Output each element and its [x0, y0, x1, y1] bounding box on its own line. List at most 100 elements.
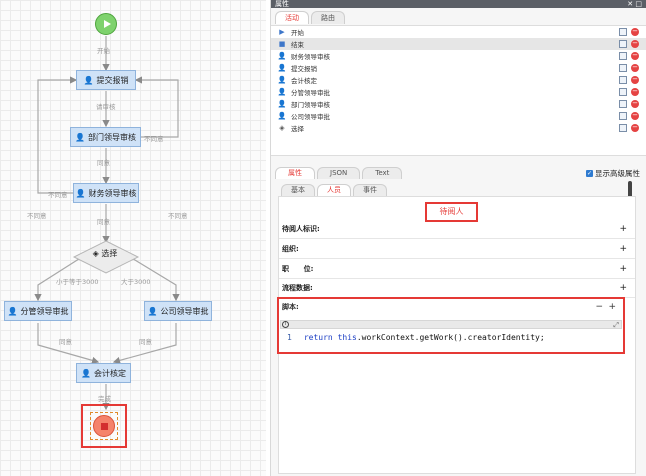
user-icon: 👤 [277, 76, 287, 84]
user-icon: 👤 [277, 100, 287, 108]
node-finance-review[interactable]: 👤 财务领导审核 [73, 183, 139, 203]
choice-diamond[interactable] [72, 240, 140, 274]
stop-icon: ■ [278, 40, 286, 48]
user-icon: 👤 [277, 64, 287, 72]
activity-row[interactable]: 👤 部门领导审核 − [271, 98, 646, 110]
activity-label: 选择 [291, 125, 304, 133]
field-label: 职 位: [282, 265, 314, 273]
edge-label-gt: 大于3000 [121, 278, 151, 286]
tab-routes[interactable]: 路由 [311, 11, 345, 24]
delete-icon[interactable]: − [631, 99, 639, 108]
node-submit[interactable]: 👤 提交报销 [76, 70, 136, 90]
activity-label: 会计核定 [291, 77, 317, 85]
plus-icon[interactable]: + [619, 264, 627, 274]
minus-icon[interactable]: − [595, 302, 603, 312]
delete-icon[interactable]: − [631, 111, 639, 120]
copy-icon[interactable] [619, 28, 627, 36]
plus-icon[interactable]: + [619, 224, 627, 234]
delete-icon[interactable]: − [631, 51, 639, 60]
plus-icon[interactable]: + [619, 283, 627, 293]
tab-properties[interactable]: 属性 [275, 167, 315, 179]
node-submit-label: 提交报销 [96, 75, 129, 85]
close-icon[interactable]: ✕ □ [627, 0, 642, 8]
activity-row[interactable]: ▶ 开始 − [271, 26, 646, 38]
show-advanced-label: 显示高级属性 [595, 169, 640, 178]
field-label: 待阅人标识: [282, 225, 320, 233]
checkbox-checked-icon[interactable]: ✓ [586, 170, 593, 177]
copy-icon[interactable] [619, 64, 627, 72]
copy-icon[interactable] [619, 52, 627, 60]
delete-icon[interactable]: − [631, 63, 639, 72]
start-node[interactable] [95, 13, 117, 35]
user-task-icon: 👤 [81, 368, 91, 378]
delete-icon[interactable]: − [631, 27, 639, 36]
edge-label-agree1: 同意 [97, 159, 110, 167]
choice-icon: ◈ [92, 249, 99, 258]
copy-icon[interactable] [619, 88, 627, 96]
copy-icon[interactable] [619, 40, 627, 48]
activity-row[interactable]: 👤 财务领导审核 − [271, 50, 646, 62]
mid-tab-bar: 属性 JSON Text [275, 167, 403, 179]
flow-canvas[interactable]: 开始 👤 提交报销 请审核 👤 部门领导审核 不同意 同意 👤 财务领导审核 不… [0, 0, 266, 476]
flow-connectors [34, 36, 180, 411]
activity-row[interactable]: 👤 会计核定 − [271, 74, 646, 86]
delete-icon[interactable]: − [631, 123, 639, 132]
node-accounting[interactable]: 👤 会计核定 [76, 363, 131, 383]
edge-label-lte: 小于等于3000 [56, 278, 99, 286]
field-reader-id[interactable]: 待阅人标识: + [279, 221, 635, 239]
activity-label: 公司领导审批 [291, 113, 330, 121]
user-task-icon: 👤 [83, 75, 94, 85]
info-icon[interactable]: i [282, 321, 289, 328]
delete-icon[interactable]: − [631, 87, 639, 96]
expand-icon[interactable]: ⤢ [613, 321, 619, 329]
tab-people[interactable]: 人员 [317, 184, 351, 196]
edge-label-pending: 请审核 [96, 103, 116, 111]
code-rest: .workContext.getWork().creatorIdentity; [356, 333, 545, 342]
tab-json[interactable]: JSON [317, 167, 361, 179]
user-icon: 👤 [277, 112, 287, 120]
node-branch-approve[interactable]: 👤 分管领导审批 [4, 301, 72, 321]
tab-basic[interactable]: 基本 [281, 184, 315, 196]
tab-events[interactable]: 事件 [353, 184, 387, 196]
user-task-icon: 👤 [7, 306, 18, 316]
activity-label: 结束 [291, 41, 304, 49]
copy-icon[interactable] [619, 100, 627, 108]
field-flow-data[interactable]: 流程数据: + [279, 280, 635, 298]
panel-titlebar: 属性 ✕ □ [271, 0, 646, 8]
user-task-icon: 👤 [75, 132, 85, 142]
field-position[interactable]: 职 位: + [279, 261, 635, 279]
field-label: 流程数据: [282, 284, 313, 292]
copy-icon[interactable] [619, 112, 627, 120]
show-advanced-toggle[interactable]: ✓ 显示高级属性 [586, 168, 640, 179]
node-accounting-label: 会计核定 [93, 368, 126, 378]
delete-icon[interactable]: − [631, 39, 639, 48]
activity-row[interactable]: 👤 提交报销 − [271, 62, 646, 74]
activity-row[interactable]: ■ 结束 − [271, 38, 646, 50]
plus-icon[interactable]: + [608, 302, 616, 312]
plus-icon[interactable]: + [619, 244, 627, 254]
activity-row[interactable]: ◈ 选择 − [271, 122, 646, 134]
node-dept-review-label: 部门领导审核 [87, 132, 136, 142]
delete-icon[interactable]: − [631, 75, 639, 84]
node-dept-review[interactable]: 👤 部门领导审核 [70, 127, 141, 147]
tab-activities[interactable]: 活动 [275, 11, 309, 24]
user-task-icon: 👤 [75, 188, 86, 198]
copy-icon[interactable] [619, 76, 627, 84]
tab-text[interactable]: Text [362, 167, 403, 179]
node-company-approve[interactable]: 👤 公司领导审批 [144, 301, 212, 321]
activity-label: 提交报销 [291, 65, 317, 73]
scrollbar-thumb[interactable] [628, 181, 632, 203]
copy-icon[interactable] [619, 124, 627, 132]
node-choice-label: ◈ 选择 [72, 248, 138, 259]
node-branch-approve-label: 分管领导审批 [20, 306, 69, 316]
end-node-highlight [81, 404, 127, 448]
activity-row[interactable]: 👤 公司领导审批 − [271, 110, 646, 122]
activity-row[interactable]: 👤 分管领导审批 − [271, 86, 646, 98]
sub-tab-bar: 基本 人员 事件 [281, 184, 387, 196]
user-task-icon: 👤 [147, 306, 158, 316]
end-node[interactable] [93, 415, 115, 437]
activity-label: 财务领导审核 [291, 53, 330, 61]
choice-icon: ◈ [279, 124, 285, 132]
field-org[interactable]: 组织: + [279, 241, 635, 259]
